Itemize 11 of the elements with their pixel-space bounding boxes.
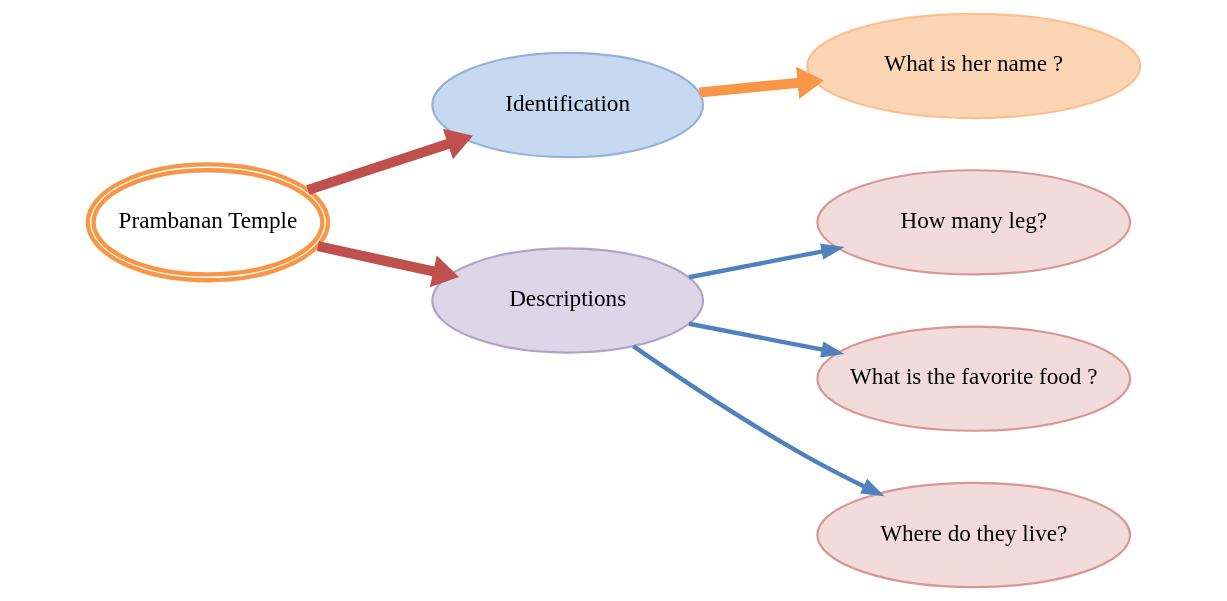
- arrow: [316, 241, 459, 288]
- arrow: [688, 321, 844, 358]
- arrow: [698, 66, 824, 99]
- arrow: [631, 344, 885, 497]
- arrow: [688, 243, 844, 280]
- arrow: [305, 128, 473, 195]
- node-ellipse: How many leg?: [815, 169, 1131, 276]
- node-ellipse: What is the favorite food ?: [815, 325, 1131, 432]
- node-ellipse: Where do they live?: [815, 481, 1131, 589]
- node-ellipse: Prambanan Temple: [85, 162, 330, 283]
- node-ellipse: What is her name ?: [805, 12, 1141, 120]
